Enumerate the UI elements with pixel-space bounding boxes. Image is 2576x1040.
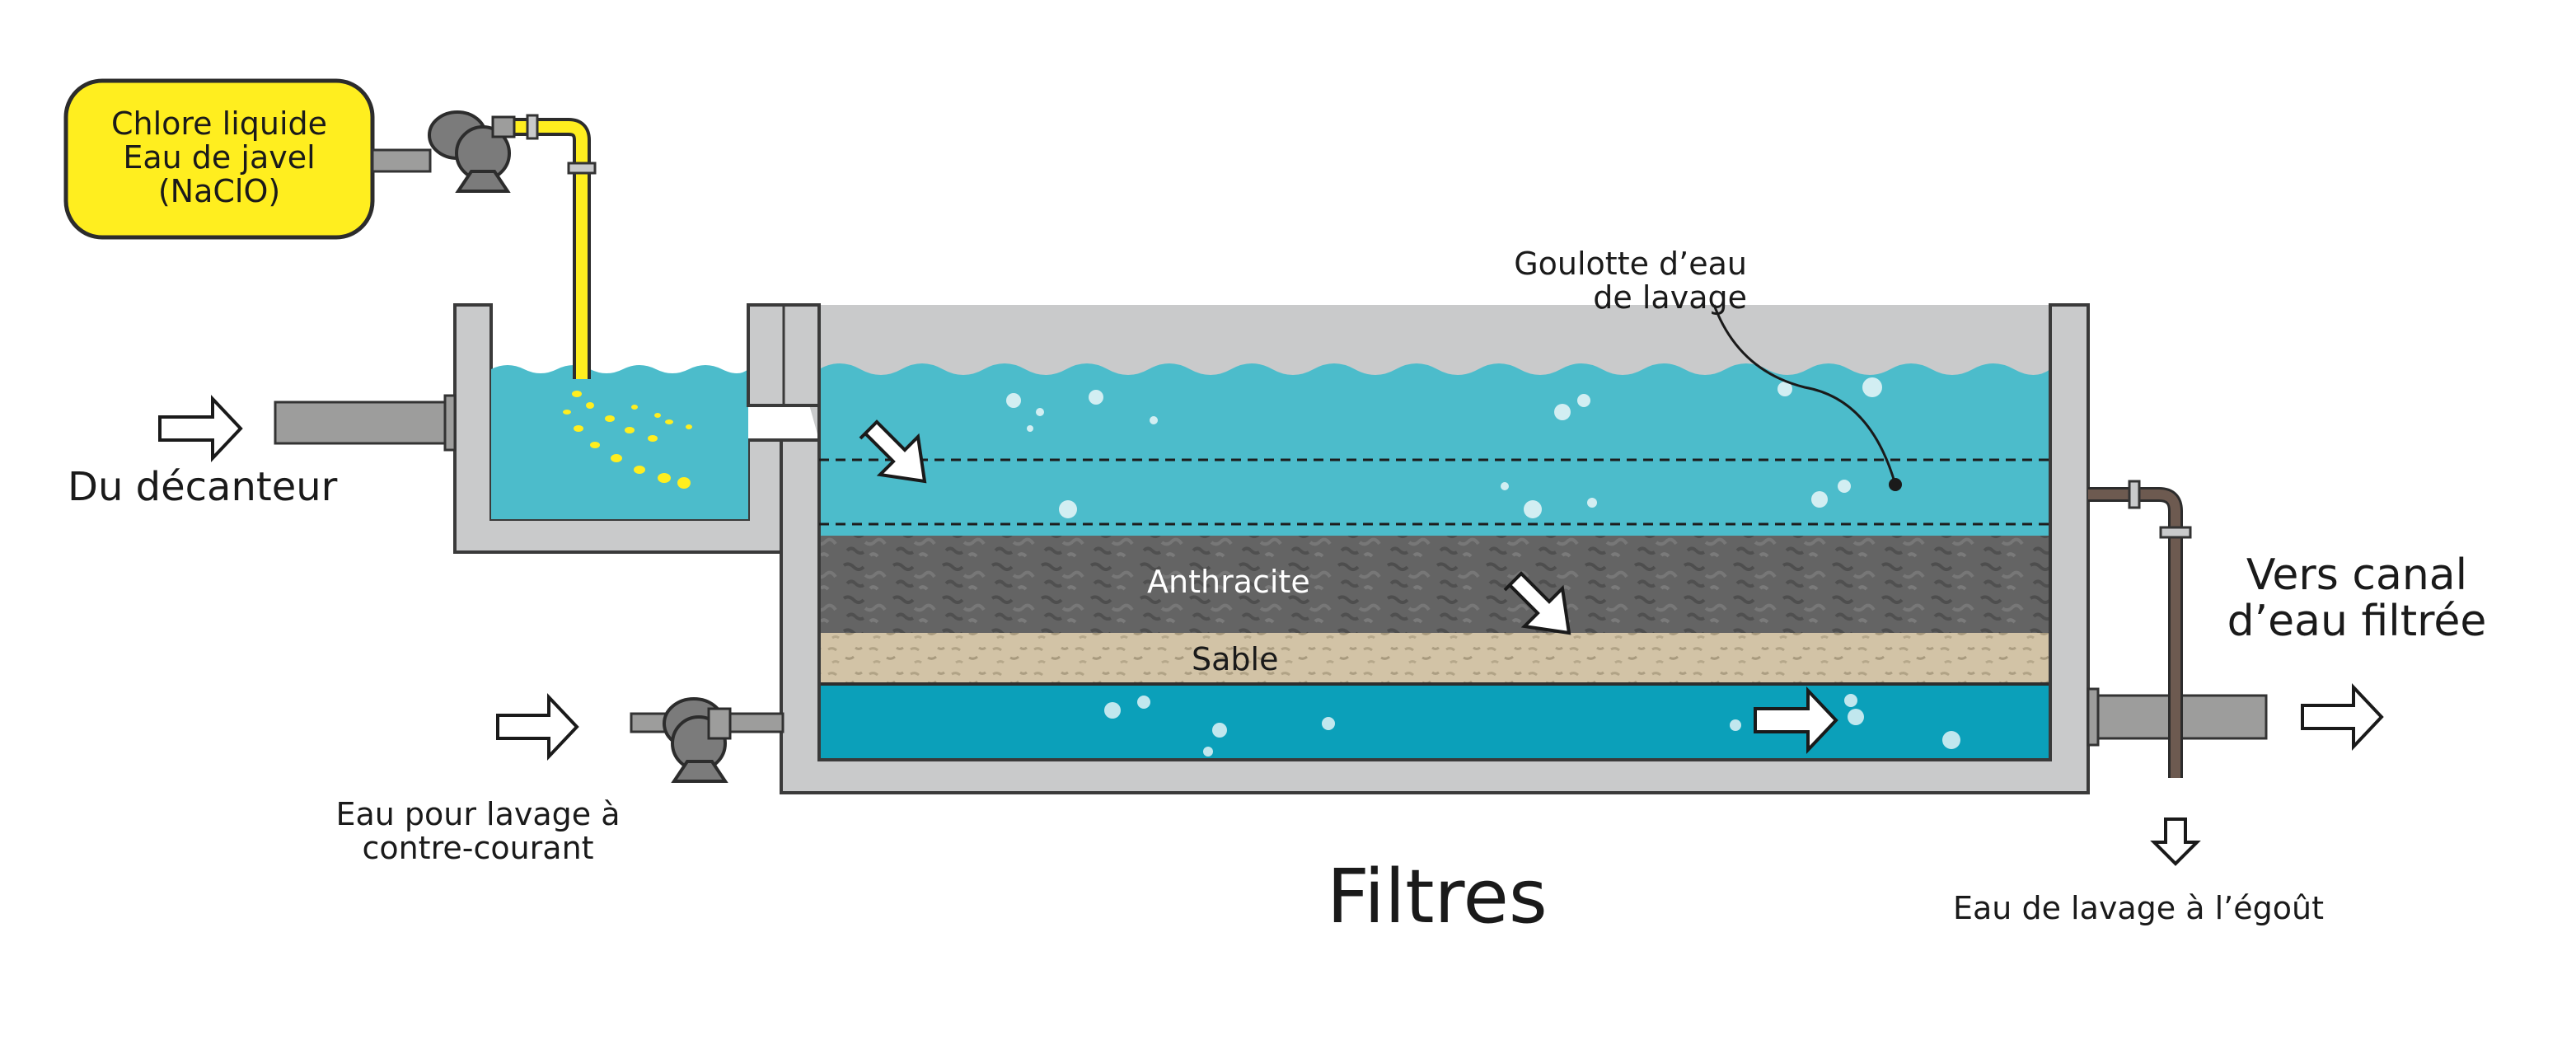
filter-tank — [747, 303, 2090, 794]
inlet-pipe — [274, 394, 457, 452]
chlorine-tank-label: Chlore liquide Eau de javel (NaClO) — [110, 105, 328, 210]
sand-layer — [819, 633, 2050, 684]
hollow-arrow-icon — [2150, 817, 2201, 866]
drain-pipe — [2088, 480, 2192, 778]
hollow-arrow-icon — [1754, 686, 1838, 755]
filtered-water-canal-label: Vers canal d’eau filtrée — [2227, 550, 2487, 647]
backwash-water-label: Eau pour lavage à contre-courant — [335, 796, 621, 867]
underdrain-water — [819, 686, 2050, 760]
inlet-chamber — [453, 303, 783, 554]
wash-trough-label: Goulotte d’eau de lavage — [1514, 246, 1747, 316]
valve-icon — [526, 114, 539, 140]
supernatant-water — [819, 363, 2050, 536]
hollow-arrow-icon — [2301, 682, 2384, 752]
sand-label: Sable — [1192, 641, 1279, 677]
chlorine-feed-line — [371, 114, 597, 379]
hollow-arrow-icon — [496, 692, 579, 761]
anthracite-label: Anthracite — [1147, 564, 1310, 600]
pump-icon — [428, 110, 516, 193]
hollow-arrow-icon — [1503, 571, 1571, 635]
backwash-pump — [630, 697, 785, 783]
wash-trough-pointer — [1712, 304, 1897, 485]
chlorine-droplets — [563, 391, 692, 489]
anthracite-layer — [819, 536, 2050, 633]
wash-to-sewer-label: Eau de lavage à l’égoût — [1953, 890, 2324, 926]
diagram-title: Filtres — [1327, 854, 1548, 940]
hollow-arrow-icon — [859, 419, 927, 484]
hollow-arrow-icon — [158, 394, 243, 463]
from-decanter-label: Du décanteur — [68, 464, 338, 510]
bubbles — [1006, 377, 1960, 757]
